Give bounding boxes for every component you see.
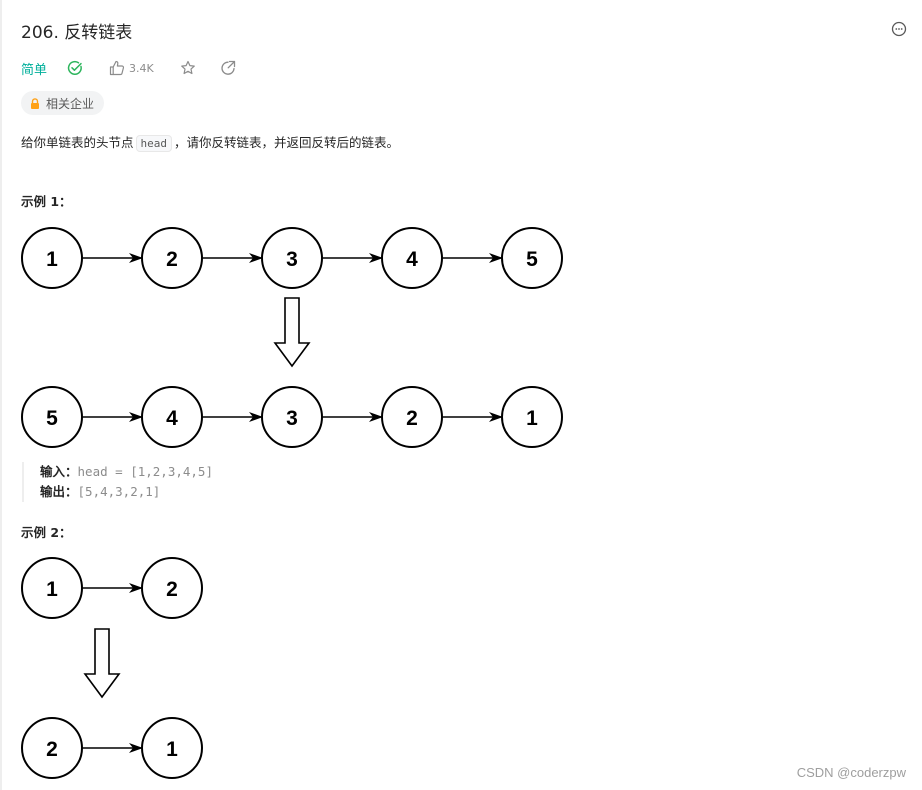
output-list-row: 2 1 [21,717,203,779]
list-node [21,717,83,779]
inline-code-head: head [135,135,173,152]
node-value: 5 [46,407,58,430]
input-label: 输入： [40,464,78,479]
list-node [141,557,203,619]
watermark: CSDN @coderzpw [796,765,906,780]
node-value: 1 [526,407,538,430]
input-list-row: 1 2 3 4 5 [21,227,563,289]
output-value: [5,4,3,2,1] [77,484,161,499]
node-value: 2 [46,738,58,761]
example-input-line: 输入：head = [1,2,3,4,5] [40,462,213,482]
list-node [261,386,323,448]
node-value: 2 [166,578,178,601]
list-node [141,227,203,289]
problem-title: 206. 反转链表 [21,23,133,43]
node-value: 2 [406,407,418,430]
list-node [261,227,323,289]
favorite-button[interactable] [180,60,196,76]
description-text: 给你单链表的头节点 [21,135,134,150]
list-node [141,386,203,448]
input-value: head = [1,2,3,4,5] [77,464,213,479]
example-output-line: 输出：[5,4,3,2,1] [40,482,213,502]
node-value: 4 [406,248,418,271]
share-button[interactable] [220,60,236,76]
example-1-io: 输入：head = [1,2,3,4,5] 输出：[5,4,3,2,1] [22,462,213,502]
node-value: 1 [46,248,58,271]
lock-icon [30,97,40,109]
node-value: 5 [526,248,538,271]
node-value: 3 [286,407,298,430]
description-text-rest: ，请你反转链表，并返回反转后的链表。 [174,135,400,150]
more-horizontal-icon [891,21,907,37]
check-circle-icon [67,60,82,75]
thumbs-up-icon [109,60,125,76]
example-2-diagram: 1 2 2 1 [21,557,203,779]
like-button[interactable]: 3.4K [109,60,154,76]
node-value: 2 [166,248,178,271]
left-border [0,0,2,790]
output-label: 输出： [40,484,78,499]
node-value: 3 [286,248,298,271]
star-icon [180,60,195,75]
list-node [21,227,83,289]
node-value: 1 [166,738,178,761]
node-value: 1 [46,578,58,601]
list-node [501,386,563,448]
example-2-heading: 示例 2： [21,525,72,540]
input-list-row: 1 2 [21,557,203,619]
difficulty-badge: 简单 [21,62,48,78]
example-1-diagram: 1 2 3 4 5 5 4 3 2 1 [21,227,563,448]
down-arrow-icon [83,628,121,699]
related-companies-label: 相关企业 [46,96,95,111]
more-options-button[interactable] [891,21,907,37]
share-icon [221,60,235,75]
list-node [21,386,83,448]
list-node [141,717,203,779]
meta-row: 简单 3.4K [21,58,260,78]
list-node [381,227,443,289]
node-value: 4 [166,407,178,430]
related-companies-tag[interactable]: 相关企业 [21,91,105,115]
solved-indicator [67,60,83,76]
example-1-heading: 示例 1： [21,194,72,209]
output-list-row: 5 4 3 2 1 [21,386,563,448]
like-count: 3.4K [129,61,154,75]
down-arrow-icon [273,297,311,368]
list-node [381,386,443,448]
list-node [501,227,563,289]
list-node [21,557,83,619]
